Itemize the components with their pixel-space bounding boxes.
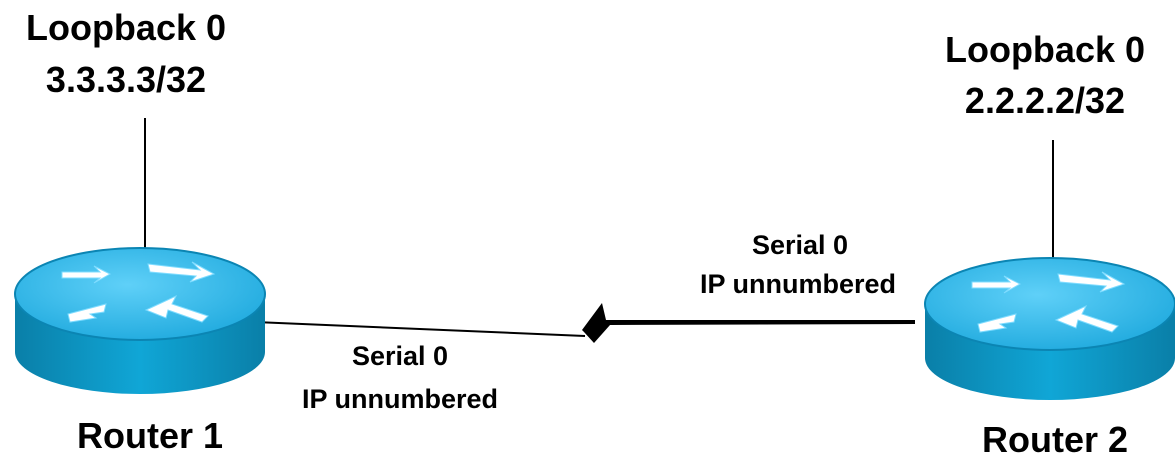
router-2-icon	[924, 257, 1175, 400]
router-1-loopback-address: 3.3.3.3/32	[45, 59, 207, 100]
router-1-label: Router 1	[76, 415, 224, 456]
router-2-loopback-address: 2.2.2.2/32	[964, 80, 1126, 121]
router-2-loopback-name: Loopback 0	[944, 29, 1146, 70]
router-1-serial-addressing: IP unnumbered	[301, 384, 499, 414]
router-2-label: Router 2	[981, 419, 1129, 460]
router-1-serial-name: Serial 0	[351, 341, 449, 371]
router-2-serial-name: Serial 0	[751, 230, 849, 260]
serial-link	[254, 303, 915, 343]
router-1-icon	[14, 247, 266, 394]
router-1-loopback-name: Loopback 0	[25, 7, 227, 48]
router-2-serial-addressing: IP unnumbered	[699, 269, 897, 299]
